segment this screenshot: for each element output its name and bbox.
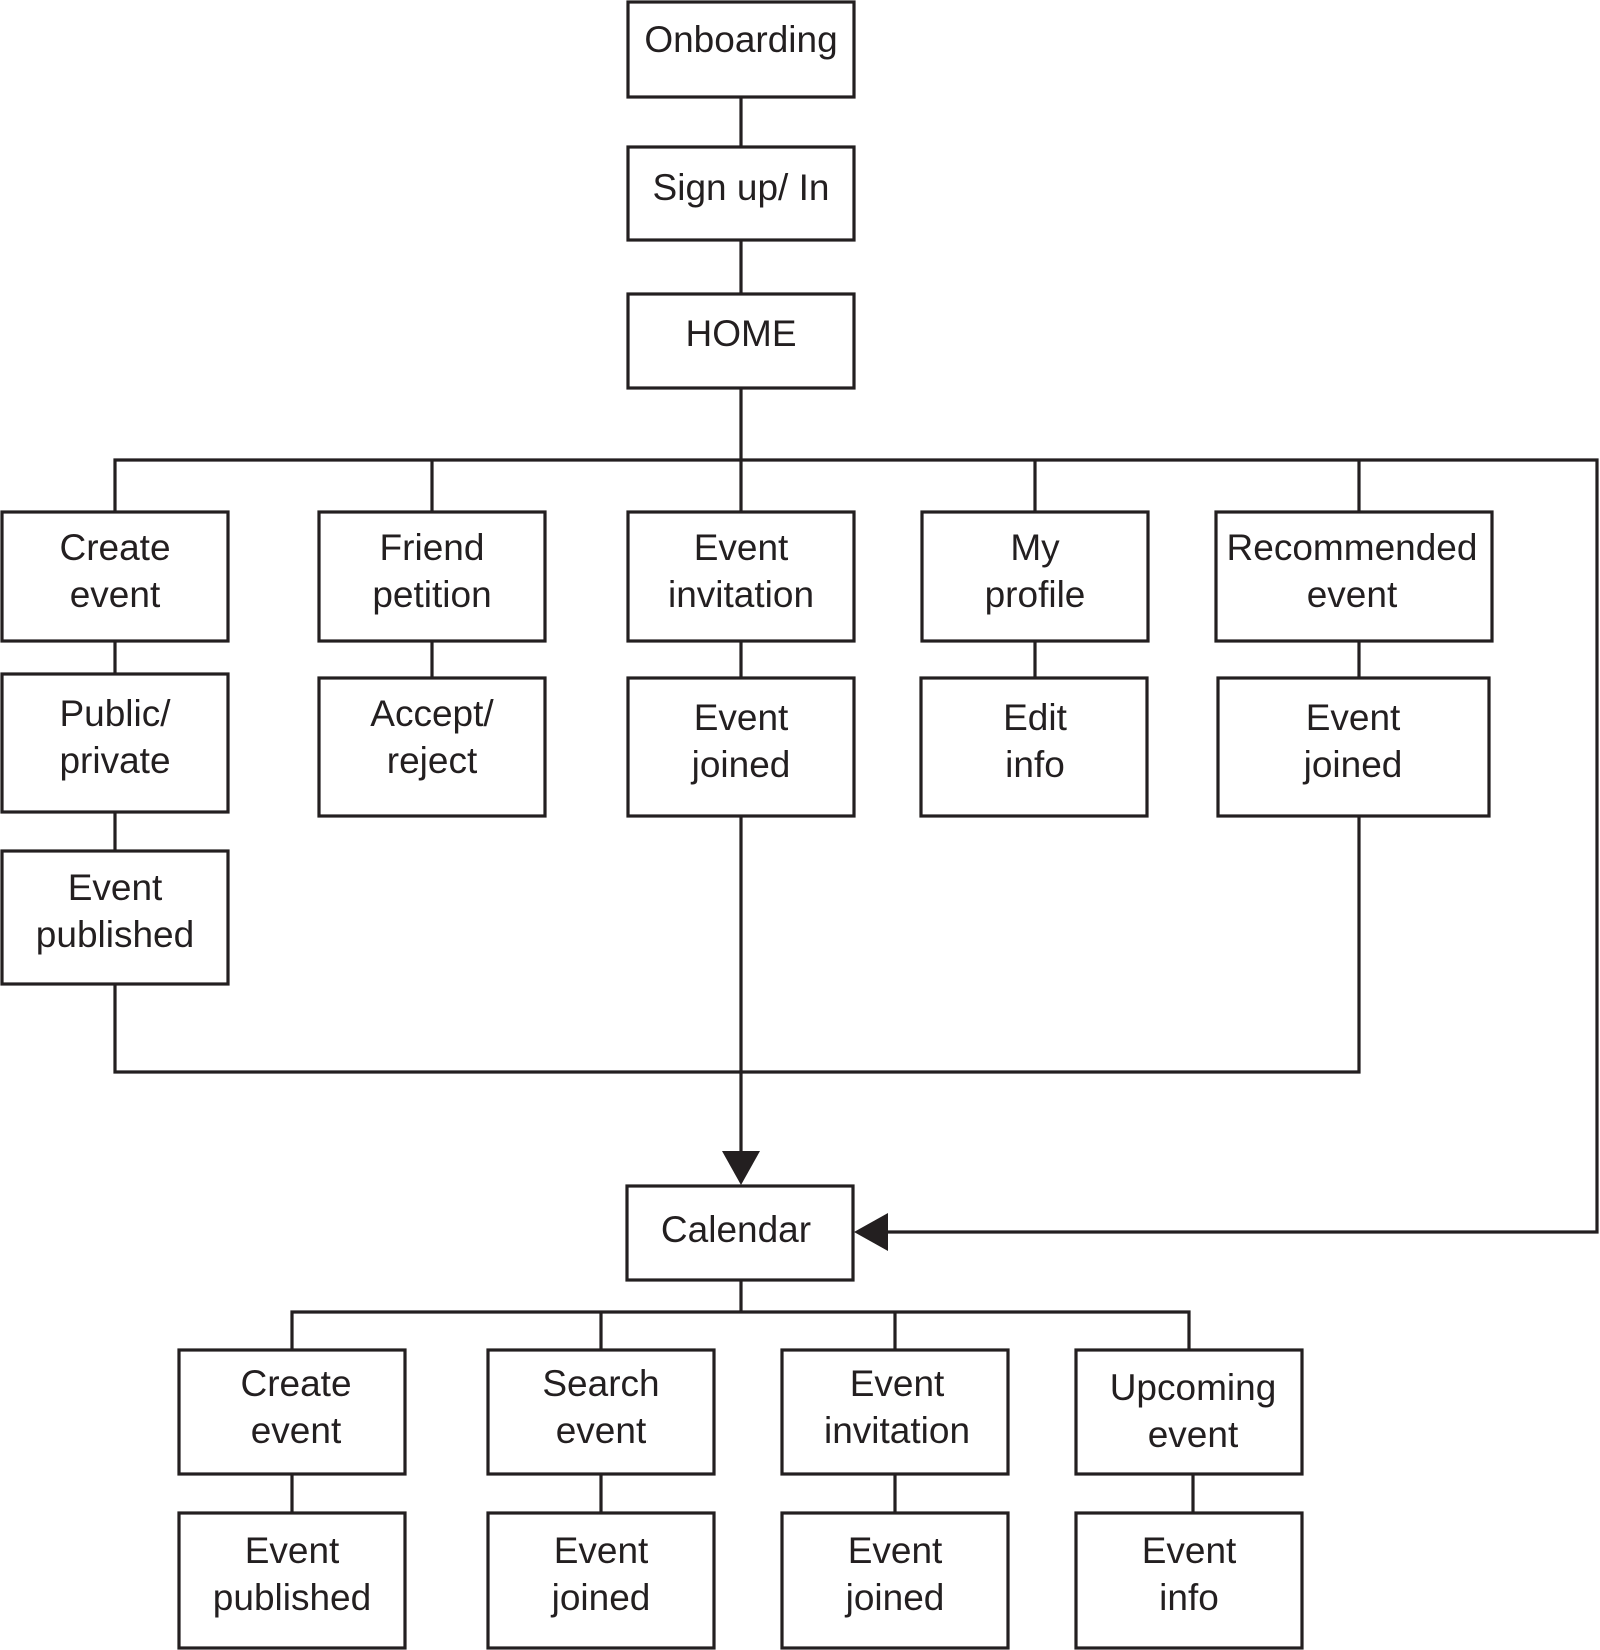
node-label-line2: published bbox=[36, 914, 194, 955]
node-label-line1: My bbox=[1010, 527, 1060, 568]
connector-home-branch-bus bbox=[113, 458, 1599, 1234]
node-cal-search-event: Search event bbox=[486, 1348, 716, 1476]
node-cal-invitation-joined: Event joined bbox=[780, 1511, 1010, 1650]
node-home: HOME bbox=[626, 292, 856, 390]
node-accept-reject: Accept/ reject bbox=[317, 676, 547, 818]
node-label-line2: private bbox=[59, 740, 170, 781]
node-label-line1: Public/ bbox=[59, 693, 171, 734]
node-label-line2: invitation bbox=[668, 574, 814, 615]
node-label-line2: joined bbox=[691, 744, 791, 785]
node-public-private: Public/ private bbox=[0, 672, 230, 814]
node-label-line1: Accept/ bbox=[370, 693, 494, 734]
node-label-line1: Event bbox=[1142, 1530, 1237, 1571]
node-label-line2: event bbox=[251, 1410, 342, 1451]
node-label-line2: joined bbox=[845, 1577, 945, 1618]
node-label-line1: Edit bbox=[1003, 697, 1067, 738]
node-create-event: Create event bbox=[0, 510, 230, 643]
node-signup: Sign up/ In bbox=[626, 145, 856, 242]
node-label: Onboarding bbox=[644, 19, 837, 60]
node-my-profile: My profile bbox=[920, 510, 1150, 643]
node-label-line2: info bbox=[1005, 744, 1065, 785]
node-event-invitation: Event invitation bbox=[626, 510, 856, 643]
node-label-line1: Recommended bbox=[1227, 527, 1478, 568]
node-label-line1: Event bbox=[245, 1530, 340, 1571]
node-label-line1: Search bbox=[542, 1363, 659, 1404]
node-cal-event-published: Event published bbox=[177, 1511, 407, 1650]
node-label-line1: Event bbox=[694, 697, 789, 738]
node-label-line2: published bbox=[213, 1577, 371, 1618]
node-cal-event-invitation: Event invitation bbox=[780, 1348, 1010, 1476]
node-label-line2: event bbox=[1148, 1414, 1239, 1455]
node-label-line1: Event bbox=[1306, 697, 1401, 738]
node-label-line1: Friend bbox=[380, 527, 485, 568]
node-onboarding: Onboarding bbox=[626, 0, 856, 99]
connectors bbox=[113, 97, 1599, 1513]
node-event-published: Event published bbox=[0, 849, 230, 986]
node-recommended-joined: Event joined bbox=[1216, 676, 1491, 818]
connector-calendar-branch-bus bbox=[290, 1310, 1191, 1350]
node-friend-petition: Friend petition bbox=[317, 510, 547, 643]
node-label-line1: Event bbox=[554, 1530, 649, 1571]
arrowhead-down-calendar bbox=[722, 1151, 760, 1185]
node-label-line2: event bbox=[556, 1410, 647, 1451]
node-cal-upcoming-event: Upcoming event bbox=[1074, 1348, 1304, 1476]
connector-published-merge bbox=[113, 816, 1361, 1074]
node-label-line2: event bbox=[70, 574, 161, 615]
node-label: HOME bbox=[686, 313, 797, 354]
node-event-joined: Event joined bbox=[626, 676, 856, 818]
node-label: Sign up/ In bbox=[653, 167, 830, 208]
node-label-line2: info bbox=[1159, 1577, 1219, 1618]
node-label-line1: Event bbox=[68, 867, 163, 908]
node-label-line2: petition bbox=[372, 574, 491, 615]
node-label-line1: Event bbox=[850, 1363, 945, 1404]
node-recommended-event: Recommended event bbox=[1214, 510, 1494, 643]
node-label-line2: event bbox=[1307, 574, 1398, 615]
node-cal-search-joined: Event joined bbox=[486, 1511, 716, 1650]
node-label-line1: Upcoming bbox=[1110, 1367, 1277, 1408]
node-label-line2: joined bbox=[1303, 744, 1403, 785]
node-label-line1: Event bbox=[694, 527, 789, 568]
node-label-line2: invitation bbox=[824, 1410, 970, 1451]
node-label: Calendar bbox=[661, 1209, 811, 1250]
node-calendar: Calendar bbox=[625, 1184, 855, 1282]
node-label-line1: Event bbox=[848, 1530, 943, 1571]
node-cal-create-event: Create event bbox=[177, 1348, 407, 1476]
arrowhead-left-calendar bbox=[854, 1213, 888, 1251]
node-label-line2: profile bbox=[985, 574, 1086, 615]
node-label-line1: Create bbox=[59, 527, 170, 568]
node-label-line2: reject bbox=[387, 740, 478, 781]
node-label-line1: Create bbox=[240, 1363, 351, 1404]
node-label-line2: joined bbox=[551, 1577, 651, 1618]
node-edit-info: Edit info bbox=[919, 676, 1149, 818]
node-cal-event-info: Event info bbox=[1074, 1511, 1304, 1650]
